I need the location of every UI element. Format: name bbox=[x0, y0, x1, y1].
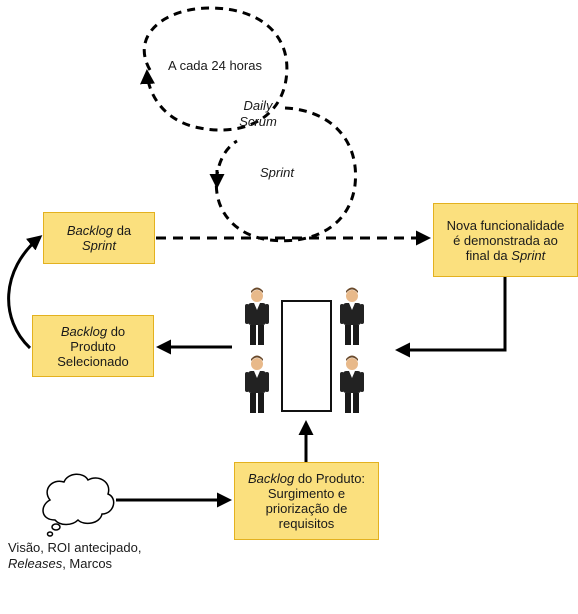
selected-to-sprint-arrow bbox=[7, 235, 43, 350]
task-board-icon bbox=[281, 300, 332, 412]
team-member-icon bbox=[340, 287, 364, 345]
new-feature-line1: Nova funcionalidade bbox=[446, 217, 565, 233]
product-backlog-box: Backlog do Produto: Surgimento e prioriz… bbox=[234, 462, 379, 540]
selected-backlog-line2: Produto bbox=[70, 338, 116, 354]
selected-backlog-text: do bbox=[107, 323, 126, 339]
selected-backlog-box: Backlog do Produto Selecionado bbox=[32, 315, 154, 377]
feature-to-team-arrow bbox=[395, 277, 507, 358]
selected-backlog-line3: Selecionado bbox=[57, 353, 129, 369]
new-feature-box: Nova funcionalidade é demonstrada ao fin… bbox=[433, 203, 578, 277]
vision-line2: , Marcos bbox=[62, 556, 113, 571]
daily-label-line1: Daily bbox=[243, 98, 273, 113]
team-member-icon bbox=[245, 287, 269, 345]
thought-cloud-icon bbox=[42, 473, 115, 537]
product-backlog-text: do Produto: bbox=[294, 471, 366, 486]
sprint-backlog-box: Backlog da Sprint bbox=[43, 212, 155, 264]
product-backlog-italic: Backlog bbox=[247, 471, 295, 486]
new-feature-line2: é demonstrada ao bbox=[453, 232, 558, 248]
team-member-icon bbox=[340, 355, 364, 413]
vision-italic: Releases bbox=[8, 556, 63, 571]
sprint-backlog-italic: Backlog bbox=[66, 223, 114, 238]
daily-label-line2: Scrum bbox=[239, 114, 277, 129]
product-backlog-line4: requisitos bbox=[278, 516, 335, 531]
new-feature-italic: Sprint bbox=[511, 247, 546, 263]
team-member-icon bbox=[245, 355, 269, 413]
daily-scrum-label: Daily Scrum bbox=[238, 98, 278, 130]
vision-label: Visão, ROI antecipado, Releases, Marcos bbox=[8, 540, 141, 572]
vision-line1: Visão, ROI antecipado, bbox=[8, 540, 142, 555]
product-backlog-line3: priorização de bbox=[265, 501, 348, 516]
sprint-label: Sprint bbox=[260, 165, 294, 180]
product-backlog-line2: Surgimento e bbox=[267, 486, 346, 501]
sprint-backlog-italic2: Sprint bbox=[82, 238, 116, 253]
selected-backlog-italic: Backlog bbox=[60, 323, 108, 339]
sprint-backlog-text: da bbox=[113, 223, 132, 238]
sprint-label-text: Sprint bbox=[260, 165, 294, 180]
new-feature-line3: final da bbox=[465, 247, 512, 263]
cycle-daily-label: A cada 24 horas bbox=[168, 58, 262, 73]
